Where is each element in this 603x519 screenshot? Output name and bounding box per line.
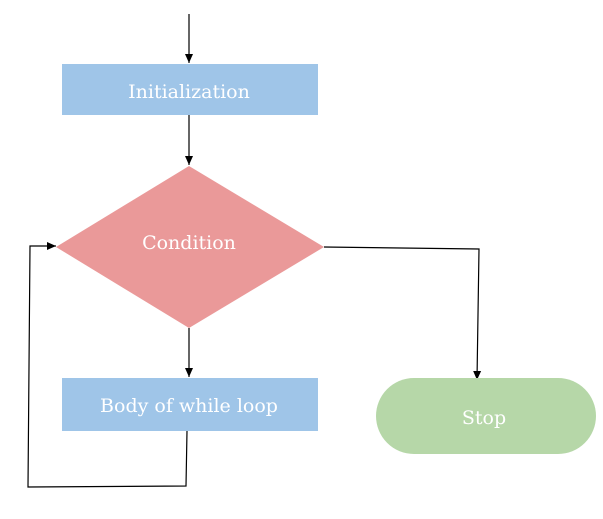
stop-node: Stop	[376, 378, 596, 454]
initialization-box	[62, 64, 318, 115]
edge-body-loop-back-to-condition	[27, 242, 188, 488]
condition-diamond	[56, 166, 324, 328]
initialization-label: Initialization	[128, 81, 250, 103]
edge-condition-to-stop	[323, 246, 482, 381]
body-node: Body of while loop	[62, 378, 318, 431]
stop-box	[376, 378, 596, 454]
condition-node: Condition	[56, 166, 324, 328]
body-box	[62, 378, 318, 431]
stop-label: Stop	[462, 407, 506, 429]
condition-label: Condition	[142, 232, 236, 254]
initialization-node: Initialization	[62, 64, 318, 115]
body-label: Body of while loop	[100, 395, 278, 417]
